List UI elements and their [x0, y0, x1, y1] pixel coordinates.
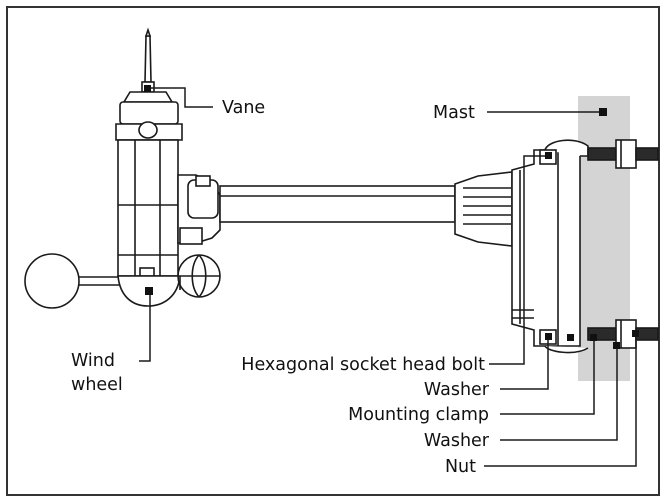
label-mounting-clamp: Mounting clamp — [348, 405, 489, 425]
arm-connector — [177, 174, 221, 245]
sensor-head — [115, 101, 183, 277]
label-wind-wheel-line2: wheel — [71, 375, 123, 395]
label-vane: Vane — [222, 98, 265, 118]
label-washer-lower: Washer — [424, 431, 490, 451]
label-nut: Nut — [445, 457, 476, 477]
label-washer-upper: Washer — [424, 380, 490, 400]
diagram-border — [6, 6, 660, 496]
label-mast: Mast — [433, 103, 475, 123]
top-bolt-assembly — [587, 139, 659, 169]
label-wind-wheel-line1: Wind — [71, 351, 115, 371]
mounting-bracket — [511, 139, 589, 354]
support-arm — [219, 185, 456, 223]
label-hex-bolt: Hexagonal socket head bolt — [241, 355, 485, 375]
leader-markers — [144, 85, 639, 349]
leader-lines — [139, 87, 637, 467]
bottom-bolt-assembly — [587, 319, 659, 349]
arm-flange — [454, 171, 513, 247]
